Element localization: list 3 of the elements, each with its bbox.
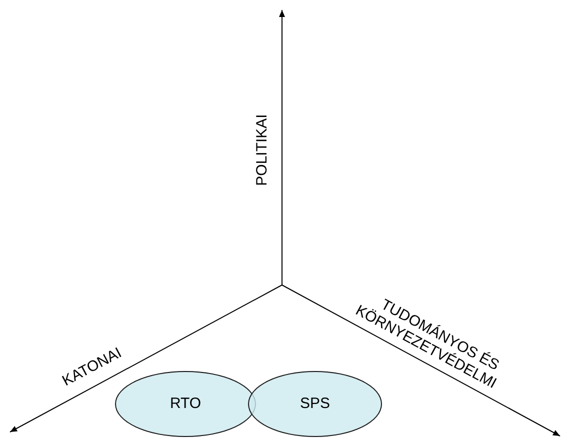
axis-label: POLITIKAI	[254, 114, 270, 186]
node-label: SPS	[300, 394, 330, 414]
node-label: RTO	[170, 394, 202, 414]
